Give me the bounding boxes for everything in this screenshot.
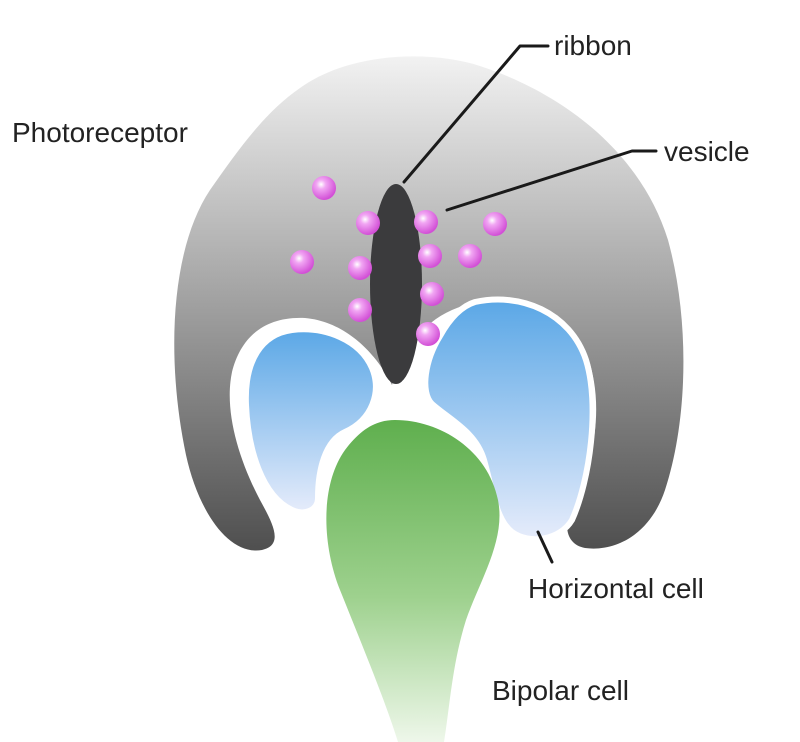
vesicle — [348, 256, 372, 280]
horizontal-cell-leader-line — [536, 530, 554, 564]
vesicle — [416, 322, 440, 346]
vesicle — [483, 212, 507, 236]
vesicle — [420, 282, 444, 306]
ribbon-leader-line — [402, 44, 550, 184]
vesicle — [312, 176, 336, 200]
vesicle-leader-line — [445, 149, 658, 212]
vesicle — [458, 244, 482, 268]
vesicle — [290, 250, 314, 274]
bipolar-cell-dendrite — [326, 420, 500, 742]
vesicle — [348, 298, 372, 322]
horizontal-cell-right-process — [422, 296, 596, 543]
vesicle — [414, 210, 438, 234]
vesicle — [356, 211, 380, 235]
vesicle-label: vesicle — [664, 136, 750, 167]
vesicle-cluster — [290, 176, 507, 346]
horizontal-cell-left-process — [242, 326, 379, 516]
ribbon — [370, 184, 422, 384]
photoreceptor-label: Photoreceptor — [12, 117, 188, 148]
ribbon-label: ribbon — [554, 30, 632, 61]
horizontal-cell-label: Horizontal cell — [528, 573, 704, 604]
vesicle — [418, 244, 442, 268]
bipolar-cell-label: Bipolar cell — [492, 675, 629, 706]
